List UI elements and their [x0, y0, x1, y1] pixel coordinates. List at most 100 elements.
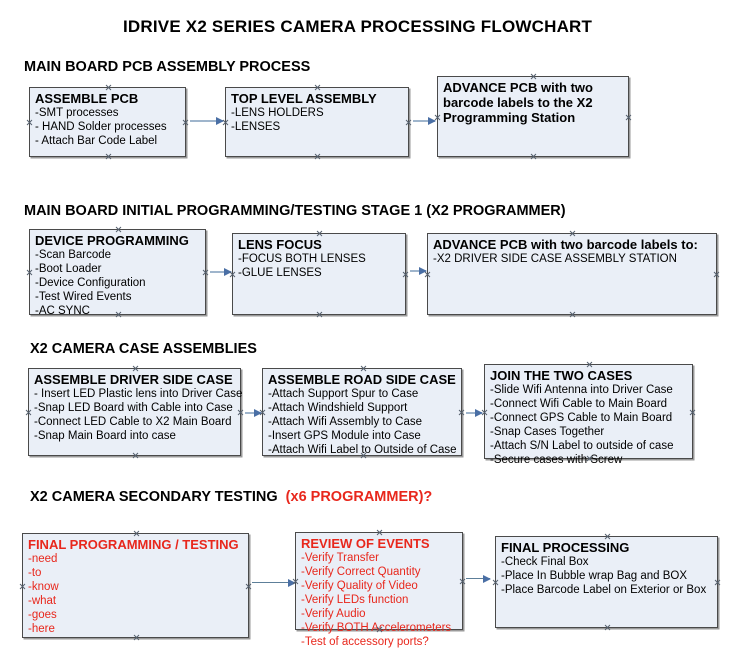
- node-line: -need: [28, 553, 58, 565]
- node-assemble-road-side-case[interactable]: ASSEMBLE ROAD SIDE CASE -Attach Support …: [262, 368, 462, 456]
- node-advance-pcb-programming-station[interactable]: ADVANCE PCB with two barcode labels to t…: [437, 76, 629, 157]
- section-heading-x2-camera-case-assemblies: X2 CAMERA CASE ASSEMBLIES: [30, 341, 257, 357]
- node-final-processing[interactable]: FINAL PROCESSING -Check Final Box -Place…: [495, 536, 718, 628]
- connection-handle-top[interactable]: [530, 73, 537, 80]
- arrowhead-icon: [216, 117, 224, 125]
- page-title: IDRIVE X2 SERIES CAMERA PROCESSING FLOWC…: [123, 17, 593, 36]
- arrow-device-programming-to-lens-focus: [210, 268, 232, 276]
- connection-handle-bottom[interactable]: [132, 452, 139, 459]
- node-line-overflow: -Test of accessory ports?: [301, 636, 429, 648]
- connection-handle-top[interactable]: [586, 361, 593, 368]
- section-heading-accent: (x6 PROGRAMMER)?: [285, 489, 433, 505]
- connection-handle-left[interactable]: [434, 114, 441, 121]
- node-line: -Slide Wifi Antenna into Driver Case: [490, 384, 673, 396]
- node-title: ADVANCE PCB with two barcode labels to t…: [443, 80, 593, 125]
- node-line: -Verify LEDs function: [301, 594, 409, 606]
- connection-handle-top[interactable]: [133, 530, 140, 537]
- node-assemble-pcb[interactable]: ASSEMBLE PCB -SMT processes - HAND Solde…: [29, 87, 186, 157]
- connection-handle-right[interactable]: [237, 409, 244, 416]
- connection-handle-top[interactable]: [569, 230, 576, 237]
- connection-handle-left[interactable]: [229, 271, 236, 278]
- arrowhead-icon: [254, 409, 262, 417]
- connection-handle-bottom[interactable]: [360, 452, 367, 459]
- arrow-review-of-events-to-final-processing: [466, 574, 491, 583]
- connection-handle-left[interactable]: [26, 119, 33, 126]
- node-line: -Attach S/N Label to outside of case: [490, 440, 674, 452]
- arrow-assemble-pcb-to-top-level-assembly: [190, 117, 224, 125]
- connection-handle-right[interactable]: [402, 271, 409, 278]
- connection-handle-bottom[interactable]: [316, 311, 323, 318]
- node-line: -Place Barcode Label on Exterior or Box: [501, 584, 707, 596]
- node-line: -Snap Main Board into case: [34, 430, 176, 442]
- connection-handle-right[interactable]: [458, 409, 465, 416]
- connection-handle-left[interactable]: [25, 409, 32, 416]
- arrow-top-level-assembly-to-advance-pcb: [413, 117, 436, 125]
- node-line: -Verify Audio: [301, 608, 366, 620]
- section-heading-x2-camera-secondary-testing: X2 CAMERA SECONDARY TESTING (x6 PROGRAMM…: [30, 489, 432, 505]
- node-device-programming[interactable]: DEVICE PROGRAMMING -Scan Barcode -Boot L…: [26, 226, 209, 318]
- connection-handle-left[interactable]: [424, 271, 431, 278]
- node-lens-focus[interactable]: LENS FOCUS -FOCUS BOTH LENSES -GLUE LENS…: [232, 233, 406, 315]
- connection-handle-top[interactable]: [604, 533, 611, 540]
- node-line: -goes: [28, 609, 57, 621]
- connection-handle-top[interactable]: [105, 84, 112, 91]
- node-line: -LENS HOLDERS: [231, 107, 324, 119]
- connection-handle-left[interactable]: [259, 409, 266, 416]
- node-line: -Connect Wifi Cable to Main Board: [490, 398, 668, 410]
- connection-handle-bottom[interactable]: [376, 626, 383, 633]
- arrow-final-programming-to-review-of-events: [252, 578, 296, 587]
- connection-handle-bottom[interactable]: [586, 455, 593, 462]
- connection-handle-top[interactable]: [316, 230, 323, 237]
- connection-handle-right[interactable]: [182, 119, 189, 126]
- arrowhead-icon: [475, 409, 483, 417]
- node-line: -Snap LED Board with Cable into Case: [34, 402, 233, 414]
- connection-handle-right[interactable]: [625, 114, 632, 121]
- connection-handle-bottom[interactable]: [115, 311, 122, 318]
- node-assemble-driver-side-case[interactable]: ASSEMBLE DRIVER SIDE CASE - Insert LED P…: [25, 365, 244, 459]
- section-heading-main-board-initial-programming: MAIN BOARD INITIAL PROGRAMMING/TESTING S…: [24, 203, 566, 219]
- node-advance-pcb-driver-side-case[interactable]: ADVANCE PCB with two barcode labels to: …: [427, 233, 717, 315]
- connection-handle-left[interactable]: [19, 583, 26, 590]
- connection-handle-bottom[interactable]: [105, 153, 112, 160]
- connection-handle-left[interactable]: [222, 119, 229, 126]
- node-line: -LENSES: [231, 121, 281, 133]
- node-line: -know: [28, 581, 59, 593]
- arrow-lens-focus-to-advance-pcb-driver-side: [410, 267, 427, 275]
- connection-handle-right[interactable]: [713, 271, 720, 278]
- node-line: -Connect LED Cable to X2 Main Board: [34, 416, 232, 428]
- connection-handle-bottom[interactable]: [314, 153, 321, 160]
- connection-handle-top[interactable]: [132, 365, 139, 372]
- node-top-level-assembly[interactable]: TOP LEVEL ASSEMBLY -LENS HOLDERS -LENSES: [225, 87, 409, 157]
- connection-handle-left[interactable]: [26, 269, 33, 276]
- connection-handle-bottom[interactable]: [133, 634, 140, 641]
- connection-handle-top[interactable]: [115, 226, 122, 233]
- connection-handle-right[interactable]: [202, 269, 209, 276]
- connection-handle-right[interactable]: [714, 579, 721, 586]
- connection-handle-top[interactable]: [360, 365, 367, 372]
- connection-handle-right[interactable]: [405, 119, 412, 126]
- node-title: REVIEW OF EVENTS: [301, 536, 430, 551]
- connection-handle-top[interactable]: [376, 529, 383, 536]
- node-title: TOP LEVEL ASSEMBLY: [231, 91, 377, 106]
- node-title: ADVANCE PCB with two barcode labels to:: [433, 237, 698, 252]
- connection-handle-right[interactable]: [245, 583, 252, 590]
- connection-handle-right[interactable]: [689, 409, 696, 416]
- node-line: -AC SYNC: [35, 305, 90, 317]
- node-join-the-two-cases[interactable]: JOIN THE TWO CASES -Slide Wifi Antenna i…: [481, 361, 696, 466]
- connection-handle-right[interactable]: [459, 578, 466, 585]
- section-heading-main-board-pcb-assembly: MAIN BOARD PCB ASSEMBLY PROCESS: [24, 59, 311, 75]
- node-line: -Connect GPS Cable to Main Board: [490, 412, 673, 424]
- connection-handle-left[interactable]: [492, 579, 499, 586]
- connection-handle-top[interactable]: [314, 84, 321, 91]
- connection-handle-bottom[interactable]: [604, 624, 611, 631]
- connection-handle-left[interactable]: [292, 578, 299, 585]
- node-line: -SMT processes: [35, 107, 119, 119]
- node-line: -Device Configuration: [35, 277, 146, 289]
- node-final-programming-testing[interactable]: FINAL PROGRAMMING / TESTING -need -to -k…: [22, 533, 249, 638]
- connection-handle-bottom[interactable]: [530, 153, 537, 160]
- connection-handle-left[interactable]: [481, 409, 488, 416]
- node-line: -to: [28, 567, 42, 579]
- node-review-of-events[interactable]: REVIEW OF EVENTS -Verify Transfer -Verif…: [292, 529, 466, 648]
- node-title: ASSEMBLE PCB: [35, 91, 139, 106]
- connection-handle-bottom[interactable]: [569, 311, 576, 318]
